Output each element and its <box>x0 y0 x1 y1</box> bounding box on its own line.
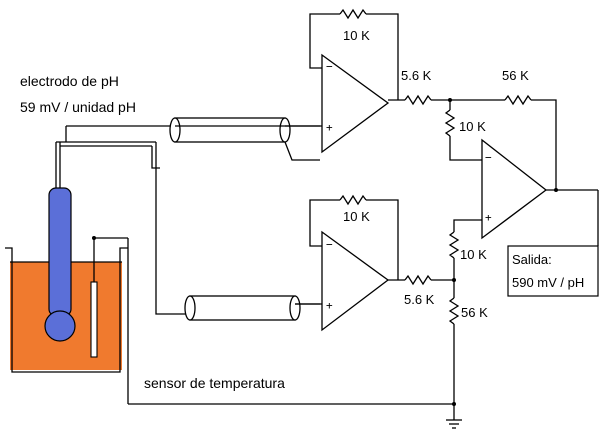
electrode-sensitivity: 59 mV / unidad pH <box>20 99 136 115</box>
resistor-ground-diff-value: 56 K <box>461 305 488 320</box>
opamp-bottom-minus: − <box>326 238 333 251</box>
opamp-diff-plus: + <box>485 211 492 224</box>
electrode-body <box>48 187 72 317</box>
resistor-inverting-diff <box>444 109 456 137</box>
shielded-cable-bottom <box>184 295 320 321</box>
opamp-bottom-plus: + <box>326 299 333 312</box>
opamp-top-minus: − <box>326 60 333 73</box>
opamp-top-plus: + <box>326 121 333 134</box>
temperature-sensor <box>90 236 454 405</box>
ground-symbol <box>446 419 462 429</box>
electrode-label: electrodo de pH <box>20 73 119 89</box>
ph-electrode <box>44 141 156 342</box>
resistor-feedback-diff <box>504 94 532 106</box>
opamp-diff: − + <box>481 138 548 240</box>
output <box>507 188 599 297</box>
shielded-cable-top <box>169 117 320 143</box>
opamp-bottom: − + <box>295 199 405 332</box>
resistor-series-bottom-value: 5.6 K <box>404 292 435 307</box>
shield-wire <box>284 141 320 161</box>
resistor-series-top <box>404 94 432 106</box>
opamp-top: − + <box>285 13 405 154</box>
opamp-diff-minus: − <box>485 151 492 164</box>
output-box <box>507 245 599 297</box>
temp-sensor-probe <box>90 281 98 358</box>
resistor-noninv-diff-value: 10 K <box>460 247 487 262</box>
resistor-series-top-value: 5.6 K <box>401 68 432 83</box>
electrode-bulb <box>44 310 76 342</box>
resistor-noninv-diff <box>448 231 460 259</box>
resistor-inverting-diff-value: 10 K <box>459 119 486 134</box>
resistor-feedback-bottom <box>339 194 367 206</box>
temp-sensor-label: sensor de temperatura <box>144 375 285 391</box>
resistor-feedback-bottom-value: 10 K <box>343 209 370 224</box>
resistor-series-bottom <box>404 274 432 286</box>
output-label: Salida: <box>512 252 552 267</box>
resistor-feedback-top <box>339 8 367 20</box>
resistor-ground-diff <box>448 297 460 325</box>
electrode-wiring <box>65 125 190 315</box>
resistor-feedback-top-value: 10 K <box>343 28 370 43</box>
resistor-feedback-diff-value: 56 K <box>502 68 529 83</box>
output-gain: 590 mV / pH <box>512 275 584 290</box>
